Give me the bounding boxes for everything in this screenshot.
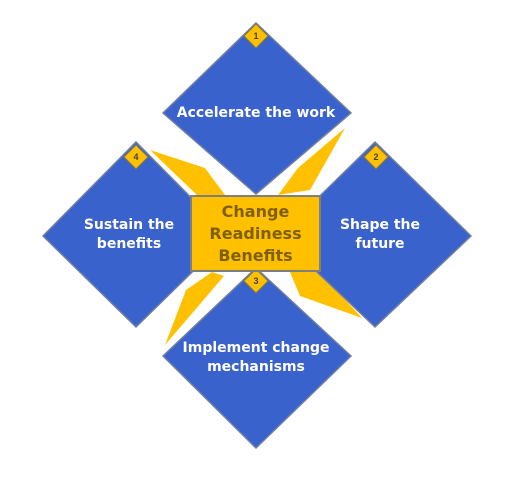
- badge-number-4: 4: [133, 152, 139, 162]
- label-sustain-line1: Sustain the: [83, 217, 175, 233]
- label-sustain-line2: benefits: [96, 236, 162, 252]
- label-implement-line2: mechanisms: [207, 359, 305, 375]
- label-sustain-the-benefits: Sustain the benefits: [74, 216, 184, 254]
- spike-bottom-right: [290, 270, 362, 318]
- spike-top-left: [150, 150, 225, 196]
- connector-spikes: [150, 128, 362, 345]
- badge-number-2: 2: [373, 152, 379, 162]
- label-shape-the-future: Shape the future: [325, 216, 435, 254]
- center-title-line2: Readiness: [209, 223, 302, 243]
- center-title-line1: Change: [221, 201, 290, 221]
- center-title: Change Readiness Benefits: [209, 201, 301, 267]
- label-shape-line2: future: [355, 236, 405, 252]
- diamond-implement: [161, 266, 353, 450]
- label-implement-line1: Implement change: [182, 340, 330, 356]
- center-title-line3: Benefits: [218, 245, 293, 265]
- badge-diamond-3: [243, 268, 269, 294]
- spike-bottom-left: [165, 272, 224, 345]
- badge-diamond-1: [243, 23, 269, 49]
- label-accelerate-the-work: Accelerate the work: [166, 104, 346, 123]
- label-shape-line1: Shape the: [339, 217, 421, 233]
- label-implement-change-mechanisms: Implement change mechanisms: [176, 339, 336, 377]
- badge-number-1: 1: [253, 31, 259, 41]
- diamond-accelerate: [161, 21, 353, 195]
- badge-diamond-4: [123, 144, 149, 170]
- badge-diamond-2: [363, 144, 389, 170]
- label-accelerate-line1: Accelerate the work: [176, 105, 336, 121]
- badge-number-3: 3: [253, 276, 259, 286]
- center-box: Change Readiness Benefits: [190, 195, 321, 272]
- spike-top-right: [278, 128, 345, 195]
